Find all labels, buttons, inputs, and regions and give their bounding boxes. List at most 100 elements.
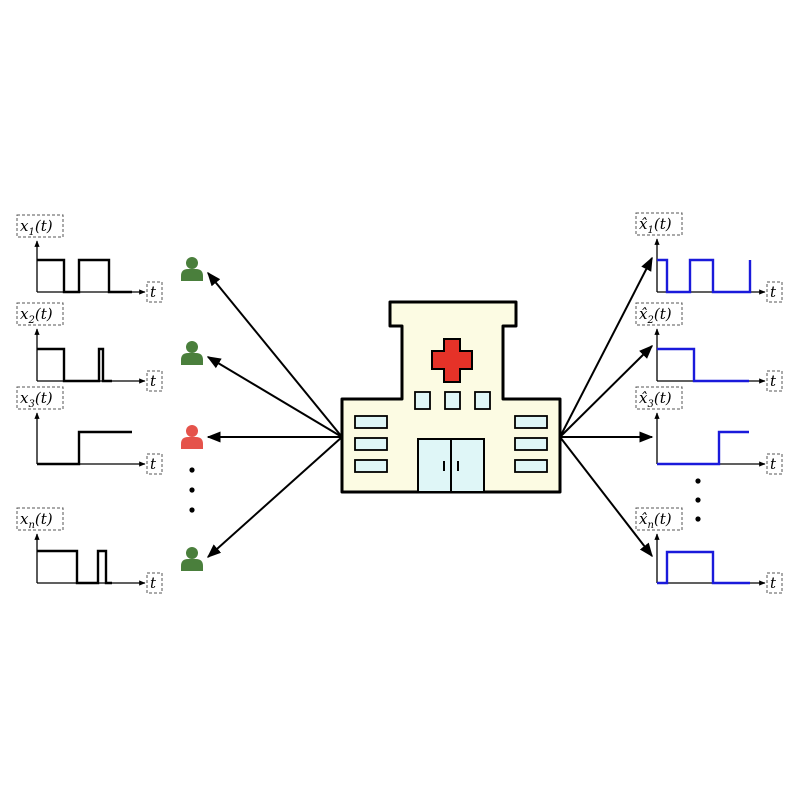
hospital-window (354, 437, 388, 451)
svg-text:t: t (770, 283, 777, 301)
signal-plot: x2(t) t (16, 302, 163, 392)
svg-text:x1(t): x1(t) (20, 217, 53, 238)
signal-waveform (657, 430, 749, 466)
signal-plot: xn(t) t (16, 507, 163, 594)
svg-text:t: t (150, 574, 157, 592)
signal-waveform (657, 550, 750, 585)
reconstructed-signal-plots: x̂1(t)tx̂2(t)tx̂3(t)tx̂n(t)t (635, 212, 783, 594)
signal-var: x (20, 510, 29, 528)
ellipsis-left (189, 467, 195, 513)
signal-arg: (t) (654, 510, 672, 528)
signal-var: x (20, 389, 29, 407)
person-icon (181, 257, 203, 281)
signal-arg: (t) (35, 389, 53, 407)
signal-var: x (20, 305, 29, 323)
signal-label: x̂n(t) (635, 507, 683, 531)
arrow-to-patient-1 (207, 271, 343, 438)
signal-subscript: 1 (647, 225, 653, 236)
signal-waveform (37, 430, 132, 466)
arrow-to-patient-2 (206, 356, 343, 438)
svg-text:t: t (770, 455, 777, 473)
red-cross-icon (431, 338, 473, 383)
hospital-to-patient-arrows (206, 271, 343, 558)
hospital-window (354, 459, 388, 473)
svg-text:t: t (150, 372, 157, 390)
svg-text:t: t (770, 372, 777, 390)
signal-subscript: 3 (28, 399, 34, 410)
signal-arg: (t) (35, 217, 53, 235)
signal-subscript: n (647, 520, 653, 531)
signal-waveform (37, 549, 112, 585)
hospital-window (474, 391, 491, 410)
axis-label-t: t (146, 370, 163, 392)
hospital-to-reconstruction-arrows (559, 256, 654, 558)
original-signal-plots: x1(t)tx2(t)tx3(t)txn(t)t (16, 214, 163, 594)
signal-arg: (t) (35, 305, 53, 323)
arrow-to-recon-1 (559, 256, 653, 438)
axis-label-t: t (766, 453, 783, 475)
signal-plot: x3(t) t (16, 386, 163, 475)
svg-text:xn(t): xn(t) (20, 510, 53, 531)
ellipsis-right (695, 478, 701, 522)
person-icon (181, 425, 203, 449)
axis-label-t: t (146, 281, 163, 303)
hospital-window (514, 437, 548, 451)
signal-subscript: n (28, 520, 34, 531)
axis-label-t: t (766, 572, 783, 594)
signal-subscript: 2 (27, 315, 34, 326)
patient-icons (181, 257, 203, 571)
signal-var: x (20, 217, 29, 235)
signal-var: x̂ (639, 389, 648, 407)
signal-label: x2(t) (16, 302, 64, 326)
svg-text:x2(t): x2(t) (20, 305, 53, 326)
svg-text:x̂1(t): x̂1(t) (639, 215, 672, 236)
signal-var: x̂ (639, 305, 648, 323)
signal-label: xn(t) (16, 507, 64, 531)
arrow-to-recon-n (559, 436, 653, 558)
signal-label: x̂3(t) (635, 386, 683, 410)
signal-subscript: 1 (28, 227, 34, 238)
svg-text:x3(t): x3(t) (20, 389, 53, 410)
hospital-window (514, 415, 548, 429)
signal-plot: x1(t) t (16, 214, 163, 303)
signal-arg: (t) (35, 510, 53, 528)
svg-text:t: t (770, 574, 777, 592)
signal-label: x3(t) (16, 386, 64, 410)
axis-label-t: t (766, 370, 783, 392)
signal-subscript: 2 (646, 315, 653, 326)
hospital-icon (340, 300, 562, 494)
signal-plot: x̂3(t) t (635, 386, 783, 475)
signal-waveform (657, 258, 752, 294)
svg-text:x̂3(t): x̂3(t) (639, 389, 672, 410)
svg-text:t: t (150, 455, 157, 473)
axis-label-t: t (766, 281, 783, 303)
person-icon (181, 341, 203, 365)
person-icon (181, 547, 203, 571)
signal-waveform (37, 258, 132, 294)
hospital-window (354, 415, 388, 429)
signal-arg: (t) (654, 215, 672, 233)
hospital-window (414, 391, 431, 410)
signal-plot: x̂1(t) t (635, 212, 783, 303)
signal-waveform (657, 347, 749, 383)
arrow-to-recon-2 (559, 345, 653, 438)
signal-plot: x̂2(t) t (635, 302, 783, 392)
signal-plot: x̂n(t) t (635, 507, 783, 594)
signal-arg: (t) (654, 389, 672, 407)
svg-text:x̂2(t): x̂2(t) (639, 305, 672, 326)
svg-text:x̂n(t): x̂n(t) (639, 510, 672, 531)
signal-var: x̂ (639, 510, 648, 528)
arrow-to-patient-n (206, 436, 343, 558)
hospital-window (444, 391, 461, 410)
signal-arg: (t) (654, 305, 672, 323)
hospital-window (514, 459, 548, 473)
signal-label: x1(t) (16, 214, 64, 238)
axis-label-t: t (146, 572, 163, 594)
signal-var: x̂ (639, 215, 648, 233)
signal-subscript: 3 (647, 399, 653, 410)
axis-label-t: t (146, 453, 163, 475)
signal-label: x̂2(t) (635, 302, 683, 326)
signal-waveform (37, 347, 112, 383)
svg-text:t: t (150, 283, 157, 301)
